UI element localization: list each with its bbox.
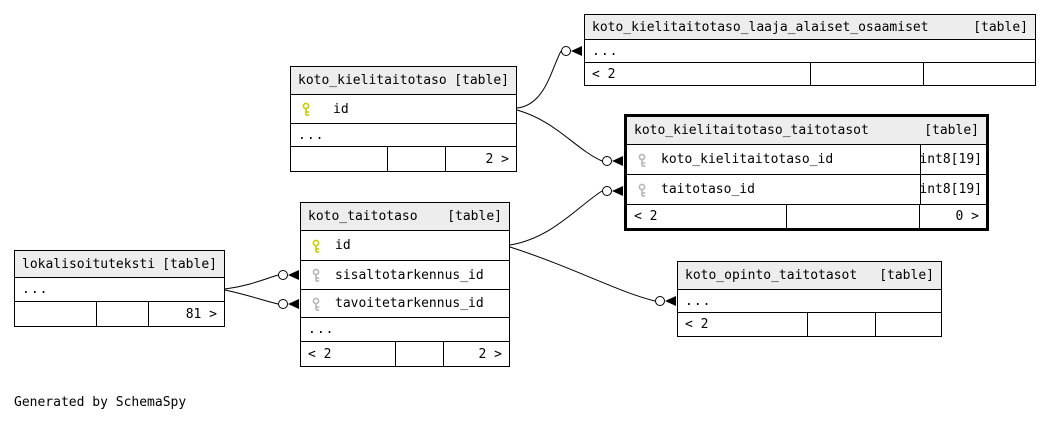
table-name: koto_kielitaitotaso_laaja_alaiset_osaami… [592, 19, 929, 35]
table-node-koto-taitotaso[interactable]: koto_taitotaso [table] id sisaltotarkenn… [300, 202, 510, 367]
hidden-columns-ellipsis: ... [298, 127, 325, 143]
table-type-tag: [table] [454, 73, 509, 88]
column-type: int8[19] [919, 175, 986, 204]
foreign-key-icon [635, 183, 649, 197]
hidden-columns-ellipsis: ... [308, 322, 335, 337]
edge-taitotaso-to-opinto [509, 246, 656, 302]
hidden-columns-ellipsis: ... [592, 43, 619, 59]
table-node-koto-kielitaitotaso[interactable]: koto_kielitaitotaso [table] id ... 2 > [290, 66, 517, 172]
footer-middle-cell [396, 342, 444, 366]
hidden-columns-ellipsis: ... [685, 293, 712, 309]
footer-children-count: 2 > [485, 151, 509, 167]
edge-kielitaitotaso-to-laaja [516, 50, 562, 109]
table-node-lokalisoituteksti[interactable]: lokalisoituteksti [table] ... 81 > [14, 250, 225, 327]
foreign-key-icon [635, 153, 649, 167]
column-type: int8[19] [919, 145, 986, 174]
primary-key-icon [299, 102, 313, 116]
table-node-koto-kielitaitotaso-taitotasot[interactable]: koto_kielitaitotaso_taitotasot [table] k… [624, 114, 989, 231]
footer-middle-cell [97, 302, 149, 326]
primary-key-icon [309, 239, 323, 253]
table-type-tag: [table] [162, 256, 217, 272]
foreign-key-icon [309, 268, 323, 282]
table-type-tag: [table] [879, 268, 934, 283]
footer-children-count: 2 > [478, 346, 502, 362]
table-name: koto_taitotaso [308, 209, 418, 224]
footer-middle-cell [787, 205, 920, 228]
table-node-koto-kielitaitotaso-laaja-alaiset-osaamiset[interactable]: koto_kielitaitotaso_laaja_alaiset_osaami… [584, 14, 1036, 86]
footer-children-count [924, 63, 1035, 85]
edge-end-markers [278, 46, 676, 309]
footer-parents-count: < 2 [585, 63, 811, 85]
footer-middle-cell [808, 313, 876, 336]
edge-kielitaitotaso-to-taitotasot [516, 109, 603, 162]
column-name: tavoitetarkennus_id [335, 296, 484, 311]
table-type-tag: [table] [924, 123, 979, 138]
footer-parents-count: < 2 [627, 205, 787, 228]
table-name: koto_opinto_taitotasot [685, 268, 858, 283]
foreign-key-icon [309, 297, 323, 311]
edge-lokalisoituteksti-to-tavoite [224, 289, 279, 305]
edge-taitotaso-to-taitotasot [509, 190, 603, 246]
table-type-tag: [table] [973, 19, 1028, 35]
column-name: id [335, 238, 351, 253]
table-name: koto_kielitaitotaso_taitotasot [634, 123, 869, 138]
footer-children-count: 81 > [185, 306, 217, 322]
column-name: id [333, 101, 349, 117]
column-name: koto_kielitaitotaso_id [661, 152, 834, 167]
edge-lokalisoituteksti-to-sisalto [224, 274, 279, 290]
footer-children-count: 0 > [955, 209, 979, 224]
footer-parents-count: < 2 [678, 313, 808, 336]
footer-parents-count [291, 147, 388, 171]
footer-parents-count: < 2 [301, 342, 396, 366]
table-name: lokalisoituteksti [22, 256, 156, 272]
generator-note: Generated by SchemaSpy [14, 395, 187, 410]
table-name: koto_kielitaitotaso [298, 73, 447, 88]
footer-children-count [876, 313, 941, 336]
table-node-koto-opinto-taitotasot[interactable]: koto_opinto_taitotasot [table] ... < 2 [677, 261, 942, 337]
footer-parents-count [15, 302, 97, 326]
table-type-tag: [table] [447, 209, 502, 224]
footer-middle-cell [388, 147, 446, 171]
hidden-columns-ellipsis: ... [22, 282, 49, 297]
column-name: sisaltotarkennus_id [335, 267, 484, 283]
footer-middle-cell [811, 63, 924, 85]
column-name: taitotaso_id [661, 182, 755, 197]
